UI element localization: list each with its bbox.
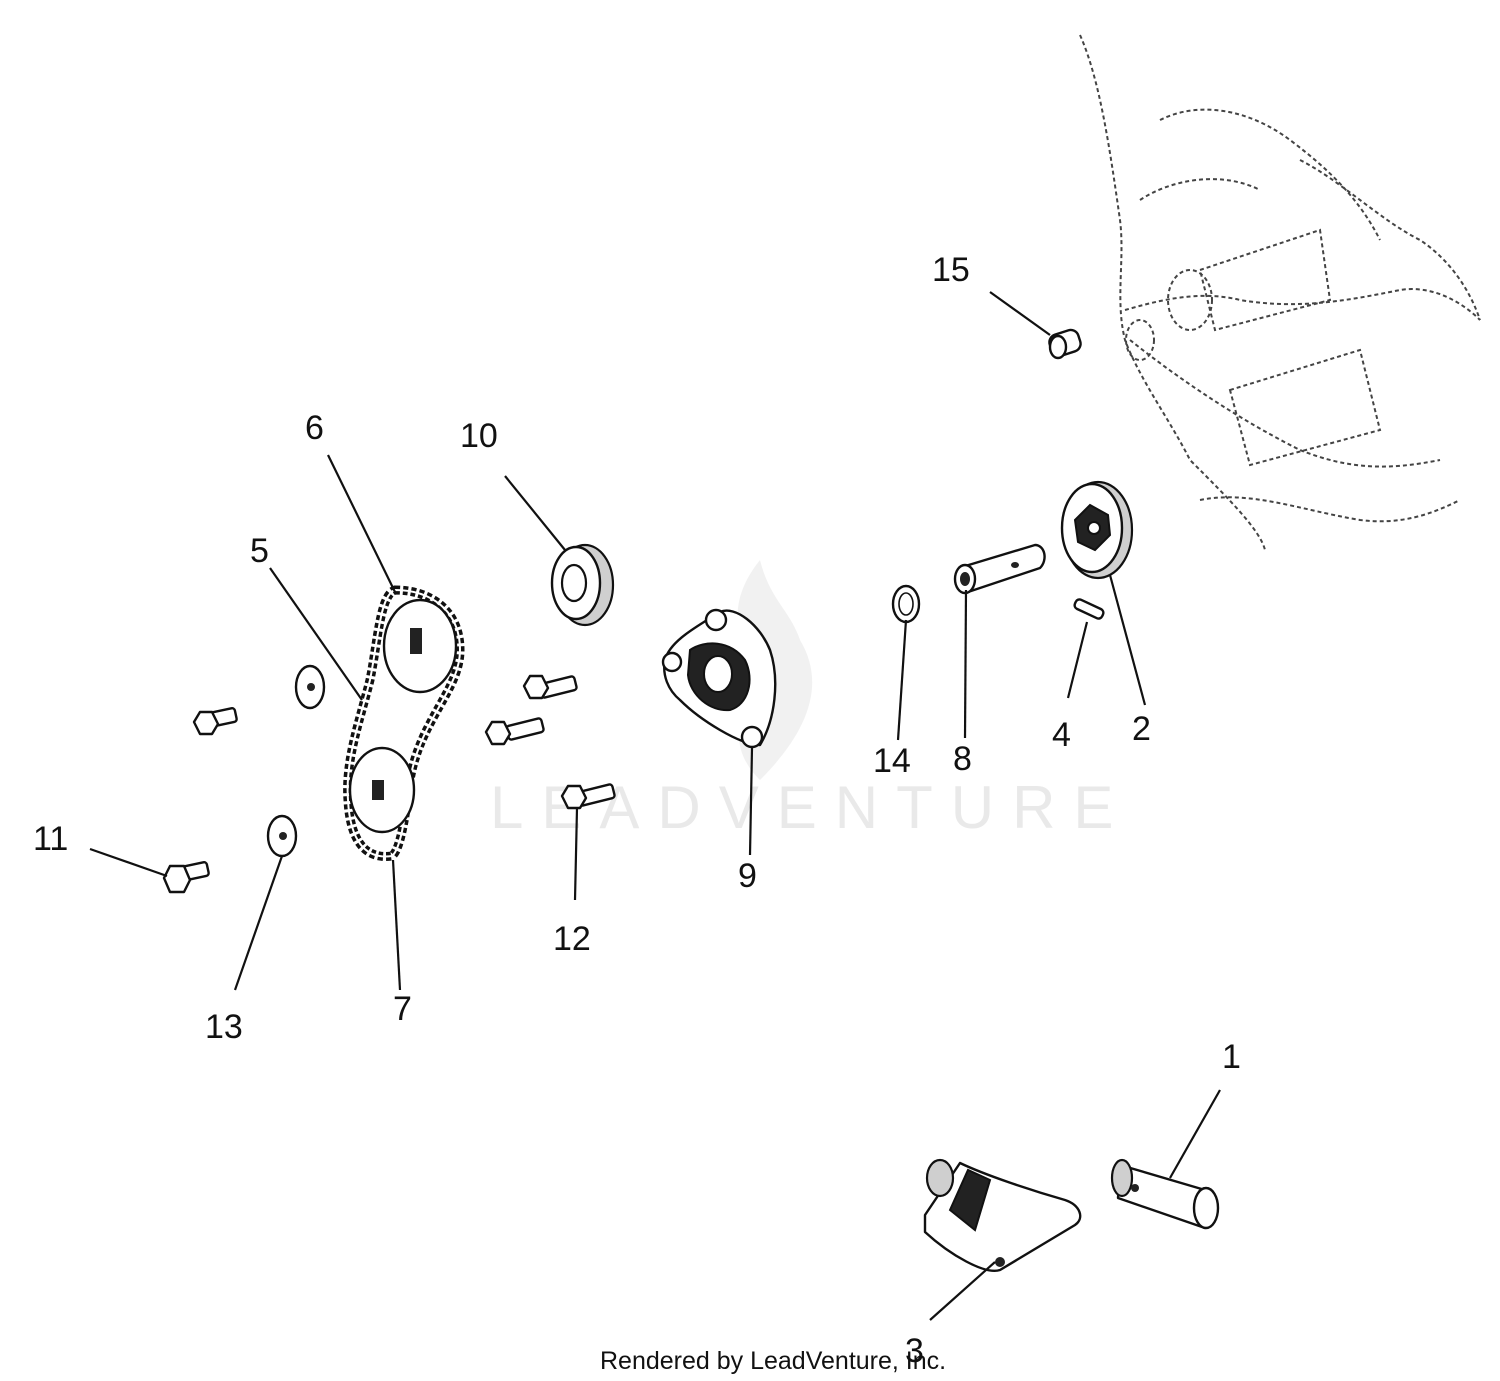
part-9-oil-pump-housing[interactable] <box>661 608 777 749</box>
part-4-drive-pin[interactable] <box>1073 598 1105 620</box>
part-5-drive-chain[interactable] <box>343 585 465 861</box>
callout-3: 3 <box>905 1332 924 1370</box>
engine-crankcase-outline <box>1079 34 1481 551</box>
part-13-flat-washers[interactable] <box>266 664 326 858</box>
callout-9: 9 <box>738 857 757 895</box>
part-1-pickup-tube[interactable] <box>1110 1158 1220 1230</box>
callout-12: 12 <box>553 920 591 958</box>
watermark-text: LEADVENTURE <box>490 774 1131 841</box>
callout-1: 1 <box>1222 1038 1241 1076</box>
part-3-oil-pickup-screen[interactable] <box>923 1158 1082 1272</box>
render-credit: Rendered by LeadVenture, Inc. <box>600 1347 947 1375</box>
callout-7: 7 <box>393 990 412 1028</box>
callout-11: 11 <box>33 820 68 858</box>
callout-8: 8 <box>953 740 972 778</box>
part-10-idler-roller[interactable] <box>550 543 615 627</box>
part-11-screws[interactable] <box>162 707 238 894</box>
callout-13: 13 <box>205 1008 243 1046</box>
part-2-pump-rotor[interactable] <box>1060 480 1134 580</box>
part-15-dowel-pin[interactable] <box>1047 328 1082 360</box>
callout-15: 15 <box>932 251 970 289</box>
part-6-upper-sprocket[interactable] <box>382 598 458 694</box>
callout-14: 14 <box>873 742 911 780</box>
part-8-pump-shaft[interactable] <box>953 543 1046 595</box>
callout-5: 5 <box>250 532 269 570</box>
callout-labels: 1 2 3 4 5 6 7 8 9 10 11 12 13 14 15 <box>33 251 1241 1370</box>
part-12-flange-bolts[interactable] <box>484 674 616 810</box>
leader-lines <box>89 291 1221 1321</box>
callout-6: 6 <box>305 409 324 447</box>
callout-10: 10 <box>460 417 498 455</box>
part-14-snap-ring[interactable] <box>891 584 921 624</box>
callout-4: 4 <box>1052 716 1071 754</box>
callout-2: 2 <box>1132 710 1151 748</box>
part-7-lower-sprocket[interactable] <box>348 746 416 834</box>
